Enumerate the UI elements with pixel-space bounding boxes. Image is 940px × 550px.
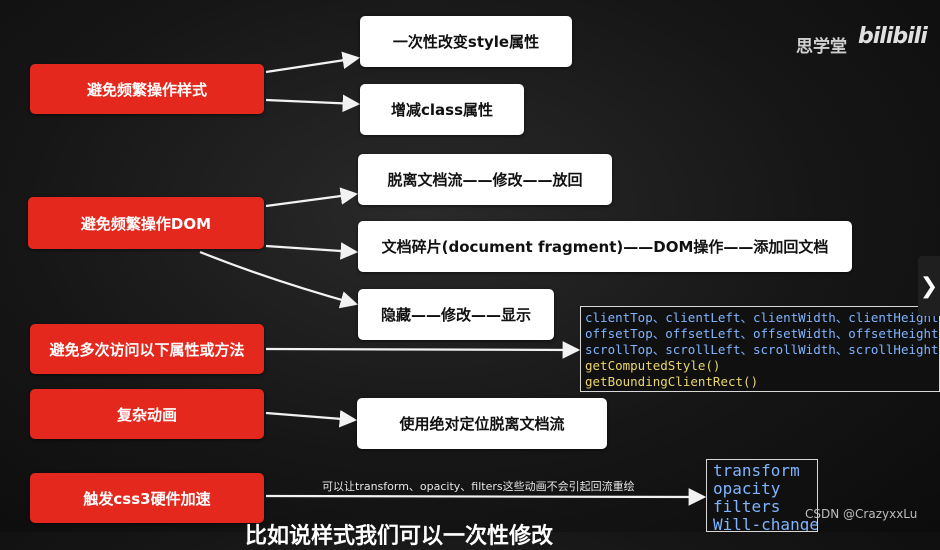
arrow-dom-to-fragment	[265, 242, 359, 260]
css3-prop-transform: transform	[713, 461, 800, 480]
category-label: 触发css3硬件加速	[83, 489, 211, 508]
arrow-style-to-class	[265, 94, 361, 113]
arrow-css3-to-box	[265, 488, 707, 506]
video-subtitle: 比如说样式我们可以一次性修改	[245, 524, 554, 549]
property-line-offset: offsetTop、offsetLeft、offsetWidth、offsetH…	[585, 326, 939, 341]
category-label: 避免多次访问以下属性或方法	[49, 340, 245, 359]
csdn-watermark: CSDN @CrazyxxLu	[805, 507, 918, 521]
css3-prop-opacity: opacity	[713, 479, 781, 498]
tip-label: 增减class属性	[390, 101, 493, 119]
category-label: 避免频繁操作DOM	[80, 214, 212, 233]
css3-prop-will-change: Will-change	[713, 515, 818, 532]
arrow-style-to-onetime	[265, 51, 361, 74]
tip-toggle-class: 增减class属性	[360, 84, 524, 135]
arrow-props-to-box	[265, 341, 581, 359]
tip-document-fragment: 文档碎片(document fragment)——DOM操作——添加回文档	[358, 221, 852, 272]
tip-label: 脱离文档流——修改——放回	[387, 171, 583, 189]
channel-name: 思学堂	[796, 37, 847, 57]
bilibili-logo: bilibili	[858, 24, 928, 49]
css3-prop-filters: filters	[713, 497, 781, 516]
tip-onetime-style: 一次性改变style属性	[360, 16, 572, 67]
tip-absolute-position: 使用绝对定位脱离文档流	[357, 398, 607, 449]
chevron-right-icon: ❯	[919, 273, 939, 299]
tip-label: 使用绝对定位脱离文档流	[399, 415, 565, 433]
category-label: 复杂动画	[116, 405, 177, 424]
category-avoid-property-access: 避免多次访问以下属性或方法	[30, 324, 264, 374]
next-slide-button[interactable]: ❯	[918, 256, 940, 316]
connector-arrows	[199, 51, 707, 506]
tip-detach-modify-restore: 脱离文档流——修改——放回	[358, 154, 612, 205]
category-css3-acceleration: 触发css3硬件加速	[30, 473, 264, 523]
arrow-anim-to-absolute	[265, 410, 358, 428]
tip-label: 隐藏——修改——显示	[380, 306, 531, 324]
category-complex-animation: 复杂动画	[30, 389, 264, 439]
property-line-client: clientTop、clientLeft、clientWidth、clientH…	[585, 310, 939, 325]
property-line-scroll: scrollTop、scrollLeft、scrollWidth、scrollH…	[585, 342, 939, 357]
css3-properties-box: transform opacity filters Will-change	[706, 459, 818, 532]
tip-hide-modify-show: 隐藏——修改——显示	[358, 289, 554, 340]
arrow-dom-to-hide	[199, 250, 359, 309]
category-avoid-dom-ops: 避免频繁操作DOM	[28, 197, 264, 249]
method-get-bounding-rect: getBoundingClientRect()	[585, 374, 759, 389]
layout-properties-box: clientTop、clientLeft、clientWidth、clientH…	[580, 306, 940, 392]
category-label: 避免频繁操作样式	[86, 80, 207, 99]
tip-label: 一次性改变style属性	[392, 33, 540, 51]
method-get-computed-style: getComputedStyle()	[585, 358, 721, 373]
arrow-dom-to-detach	[265, 187, 359, 208]
category-avoid-style-ops: 避免频繁操作样式	[30, 64, 264, 114]
css3-note: 可以让transform、opacity、filters这些动画不会引起回流重绘	[322, 480, 635, 493]
tip-label: 文档碎片(document fragment)——DOM操作——添加回文档	[381, 238, 829, 256]
